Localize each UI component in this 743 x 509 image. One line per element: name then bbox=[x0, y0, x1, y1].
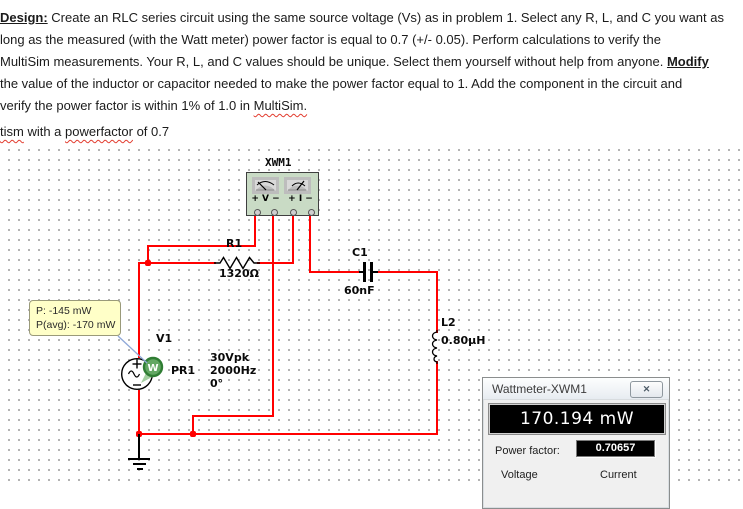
modify-emphasis: Modify bbox=[666, 54, 709, 69]
wattmeter-icon-label[interactable]: XWM1 bbox=[265, 156, 292, 169]
wire-r1-right bbox=[257, 262, 294, 264]
spellcheck-word: tism bbox=[0, 124, 24, 139]
inductor-symbol[interactable] bbox=[430, 330, 444, 364]
terminal-i-plus bbox=[290, 209, 297, 216]
capacitor-ref-label: C1 bbox=[352, 246, 368, 259]
wire-i-minus bbox=[309, 214, 311, 273]
assignment-line: long as the measured (with the Watt mete… bbox=[0, 32, 662, 47]
capacitor-value-label: 60nF bbox=[344, 284, 375, 297]
ground-icon bbox=[137, 468, 143, 470]
spellcheck-word: powerfactor bbox=[65, 124, 133, 139]
power-probe-icon[interactable]: W bbox=[138, 355, 166, 387]
wire-l2-bottom bbox=[436, 361, 438, 435]
power-display: 170.194 mW bbox=[490, 405, 664, 433]
wire-source-bottom bbox=[138, 390, 140, 435]
source-amplitude-label: 30Vpk bbox=[210, 351, 250, 364]
wire-v-minus bbox=[192, 415, 274, 417]
inductor-value-label: 0.80µH bbox=[441, 334, 486, 347]
voltage-meter-icon bbox=[252, 177, 279, 194]
probe-power-avg-value: P(avg): -170 mW bbox=[36, 319, 116, 331]
wire-i-plus bbox=[292, 214, 294, 264]
inductor-ref-label: L2 bbox=[441, 316, 456, 329]
ground-lead bbox=[138, 434, 140, 458]
wire-source-top bbox=[138, 262, 140, 358]
voltage-section-label: Voltage bbox=[501, 469, 538, 481]
terminal-i-minus bbox=[308, 209, 315, 216]
wattmeter-window-titlebar[interactable]: Wattmeter-XWM1 ✕ bbox=[483, 378, 669, 400]
assignment-text: Design: Create an RLC series circuit usi… bbox=[0, 7, 743, 117]
power-factor-label: Power factor: bbox=[495, 445, 560, 457]
wire-junction bbox=[145, 260, 151, 266]
svg-text:W: W bbox=[147, 363, 158, 374]
probe-ref-label: PR1 bbox=[171, 364, 196, 377]
capacitor-lead bbox=[359, 271, 364, 273]
terminal-v-minus bbox=[271, 209, 278, 216]
wire-v-minus bbox=[192, 415, 194, 435]
ground-icon[interactable] bbox=[128, 458, 150, 460]
capacitor-symbol[interactable] bbox=[363, 262, 366, 282]
probe-leader-line bbox=[117, 335, 148, 364]
capacitor-symbol bbox=[370, 262, 373, 282]
wire-node-r1-left bbox=[138, 262, 216, 264]
terminal-v-plus bbox=[254, 209, 261, 216]
capacitor-lead bbox=[372, 271, 378, 273]
current-terminal-label: + I − bbox=[288, 194, 313, 204]
probe-power-value: P: -145 mW bbox=[36, 305, 92, 317]
current-section-label: Current bbox=[600, 469, 637, 481]
wattmeter-instrument-icon[interactable]: + V − + I − bbox=[246, 172, 319, 216]
current-meter-icon bbox=[284, 177, 311, 194]
wire-v-minus bbox=[272, 214, 274, 417]
assignment-line: verify the power factor is within 1% of … bbox=[0, 98, 308, 113]
wire-l2-top bbox=[436, 271, 438, 333]
wattmeter-window[interactable]: Wattmeter-XWM1 ✕ 170.194 mW Power factor… bbox=[482, 377, 670, 509]
resistor-ref-label: R1 bbox=[226, 237, 243, 250]
wire-c1-left bbox=[309, 271, 362, 273]
power-factor-display: 0.70657 bbox=[576, 440, 655, 457]
assignment-line: the value of the inductor or capacitor n… bbox=[0, 76, 683, 91]
ground-icon bbox=[133, 463, 146, 465]
power-display-frame: 170.194 mW bbox=[488, 403, 666, 435]
spellcheck-word: MultiSim. bbox=[253, 98, 308, 113]
design-heading: Design: bbox=[0, 10, 48, 25]
resistor-symbol[interactable] bbox=[214, 255, 260, 271]
source-phase-label: 0° bbox=[210, 377, 224, 390]
assignment-line: MultiSim measurements. Your R, L, and C … bbox=[0, 54, 709, 69]
voltage-terminal-label: + V − bbox=[251, 194, 280, 204]
wire-v-plus bbox=[254, 214, 256, 247]
close-icon[interactable]: ✕ bbox=[630, 381, 663, 398]
assignment-tail-line: tism with a powerfactor of 0.7 bbox=[0, 124, 170, 139]
wire-c1-right bbox=[377, 271, 438, 273]
wattmeter-window-title: Wattmeter-XWM1 bbox=[492, 382, 587, 396]
assignment-line: Design: Create an RLC series circuit usi… bbox=[0, 10, 724, 25]
source-frequency-label: 2000Hz bbox=[210, 364, 257, 377]
wire-bottom-node bbox=[138, 433, 438, 435]
wire-v-plus bbox=[147, 245, 149, 264]
wire-v-plus bbox=[147, 245, 256, 247]
probe-readout-box[interactable]: P: -145 mW P(avg): -170 mW bbox=[29, 300, 121, 336]
resistor-value-label: 1320Ω bbox=[219, 267, 259, 280]
source-ref-label: V1 bbox=[156, 332, 173, 345]
wire-junction bbox=[190, 431, 196, 437]
